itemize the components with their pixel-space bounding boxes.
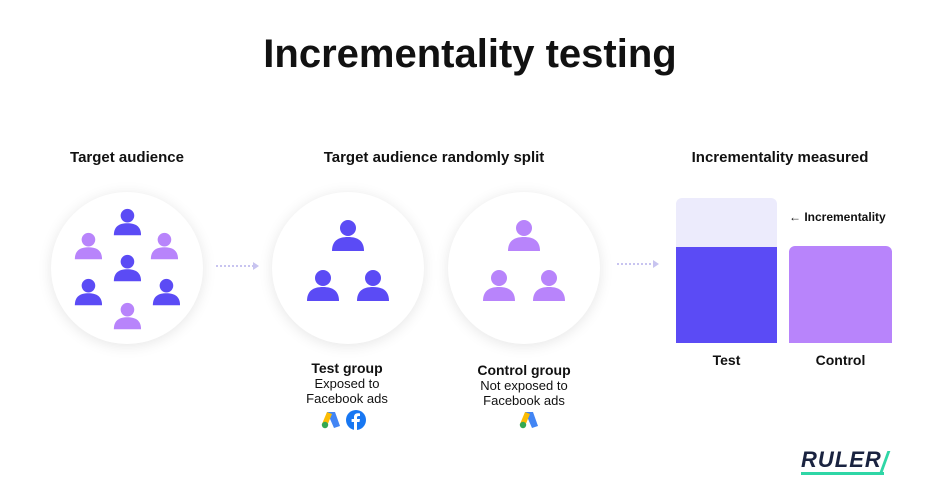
heading-target-audience: Target audience bbox=[70, 149, 184, 166]
control-group-desc-2: Facebook ads bbox=[483, 393, 565, 408]
incrementality-bar-segment bbox=[676, 198, 777, 247]
heading-random-split: Target audience randomly split bbox=[323, 149, 545, 166]
incrementality-label: ← Incrementality bbox=[789, 210, 886, 224]
test-group-desc-2: Facebook ads bbox=[306, 391, 388, 406]
ruler-logo-underline bbox=[801, 472, 884, 475]
person-icon bbox=[482, 269, 516, 301]
test-bar-label: Test bbox=[712, 352, 741, 368]
control-bar-label: Control bbox=[815, 352, 866, 368]
test-bar bbox=[676, 247, 777, 343]
person-icon bbox=[306, 269, 340, 301]
page-title: Incrementality testing bbox=[263, 32, 677, 76]
google-ads-icon bbox=[321, 412, 340, 429]
person-icon bbox=[532, 269, 566, 301]
test-group-desc-1: Exposed to bbox=[314, 376, 380, 391]
person-icon bbox=[113, 254, 142, 282]
google-ads-icon bbox=[519, 412, 538, 429]
person-icon bbox=[113, 302, 142, 330]
person-icon bbox=[356, 269, 390, 301]
control-group-label: Control group Not exposed to Facebook ad… bbox=[464, 362, 584, 408]
control-group-desc-1: Not exposed to bbox=[480, 378, 568, 393]
facebook-icon bbox=[346, 410, 366, 430]
person-icon bbox=[74, 232, 103, 260]
person-icon bbox=[507, 219, 541, 251]
person-icon bbox=[74, 278, 103, 306]
person-icon bbox=[113, 208, 142, 236]
control-bar bbox=[789, 246, 892, 343]
flow-arrow-2 bbox=[617, 263, 655, 265]
control-group-circle bbox=[448, 192, 600, 344]
arrowhead-icon bbox=[253, 262, 259, 270]
person-icon bbox=[150, 232, 179, 260]
test-group-circle bbox=[272, 192, 424, 344]
person-icon bbox=[331, 219, 365, 251]
test-group-name: Test group bbox=[311, 360, 383, 376]
flow-arrow-1 bbox=[216, 265, 254, 267]
heading-incrementality-measured: Incrementality measured bbox=[691, 149, 869, 166]
person-icon bbox=[152, 278, 181, 306]
control-group-name: Control group bbox=[477, 362, 571, 378]
ruler-logo: RULER bbox=[801, 447, 882, 472]
arrowhead-icon bbox=[653, 260, 659, 268]
test-group-label: Test group Exposed to Facebook ads bbox=[287, 360, 407, 406]
